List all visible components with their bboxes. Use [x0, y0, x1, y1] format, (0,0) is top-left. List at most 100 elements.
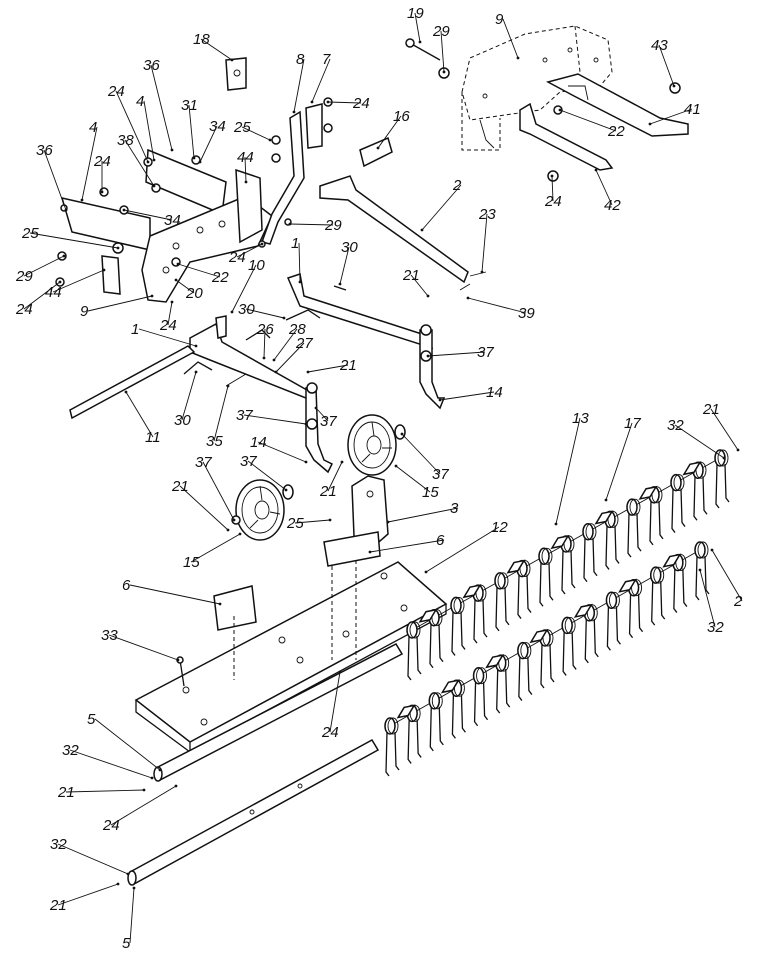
callout-pointer — [442, 70, 446, 74]
callout-label: 1 — [291, 235, 299, 252]
callout-leader — [339, 246, 350, 285]
callout-label: 24 — [107, 83, 125, 100]
callout-label: 1 — [131, 321, 139, 338]
callout-pointer — [328, 518, 332, 522]
callout-leader — [138, 328, 197, 347]
handle-bar-2 — [319, 136, 487, 291]
callout-pointer — [400, 432, 404, 436]
callout-label: 43 — [651, 37, 668, 54]
callout-label: 10 — [248, 257, 265, 274]
callout-label: 24 — [102, 817, 120, 834]
bracket-42 — [519, 102, 614, 171]
callout-label: 21 — [402, 267, 420, 284]
callout-label: 34 — [164, 212, 181, 229]
callout-label: 44 — [45, 284, 62, 301]
callout-pointer — [710, 548, 714, 552]
callout-label: 32 — [62, 742, 79, 759]
callout-pointer — [310, 100, 314, 104]
callout-leader — [143, 100, 155, 161]
tine-spring — [517, 641, 533, 701]
callout-leader — [231, 264, 257, 313]
callout-pointer — [438, 398, 442, 402]
callout-leader — [401, 433, 441, 475]
tine-spring — [582, 522, 598, 583]
callout-leader — [188, 104, 195, 159]
callout-leader — [605, 422, 633, 501]
callout-pointer — [102, 268, 106, 272]
callout-pointer — [554, 522, 558, 526]
callout-leader — [658, 44, 675, 87]
callout-label: 35 — [206, 433, 223, 450]
callout-pointer — [230, 58, 234, 62]
callout-label: 24 — [159, 317, 177, 334]
callout-label: 25 — [21, 225, 39, 242]
callout-leader — [307, 364, 349, 373]
callout-leader — [108, 634, 179, 661]
pins-30 — [183, 309, 321, 387]
arm-8 — [261, 103, 323, 245]
callout-leader — [275, 342, 305, 373]
tine-spring — [662, 553, 688, 613]
callout-leader — [294, 519, 331, 524]
wheel-15-lower — [231, 479, 294, 541]
callout-pointer — [142, 788, 146, 792]
callout-pointer — [426, 354, 430, 358]
callout-pointer — [58, 280, 62, 284]
callout-leader — [710, 408, 739, 451]
callout-leader — [387, 507, 459, 523]
tine-spring — [594, 510, 620, 570]
callout-label: 25 — [286, 515, 304, 532]
callout-label: 9 — [495, 11, 504, 28]
callout-leader — [81, 126, 98, 201]
callout-label: 32 — [707, 619, 724, 636]
callout-leader — [440, 30, 445, 73]
callout-pointer — [150, 294, 154, 298]
callout-label: 22 — [211, 269, 229, 286]
callout-label: 7 — [322, 51, 331, 68]
callout-pointer — [424, 570, 428, 574]
tine-spring — [462, 584, 488, 644]
tine-spring — [638, 485, 664, 546]
callout-label: 24 — [321, 724, 339, 741]
callout-pointer — [282, 316, 286, 320]
tine-spring — [494, 572, 510, 632]
callout-pointer — [194, 370, 198, 374]
callout-leader — [241, 126, 271, 141]
callout-leader — [410, 274, 429, 297]
callout-label: 21 — [57, 784, 75, 801]
callout-leader — [43, 149, 67, 211]
callout-pointer — [338, 670, 342, 674]
callout-pointer — [194, 344, 198, 348]
callout-pointer — [558, 108, 562, 112]
callout-leader — [179, 485, 229, 531]
callout-pointer — [62, 254, 66, 258]
callout-label: 28 — [288, 321, 306, 338]
callout-pointer — [466, 296, 470, 300]
callout-pointer — [274, 370, 278, 374]
callout-leader — [125, 391, 154, 438]
callout-pointer — [394, 464, 398, 468]
callout-leader — [699, 569, 716, 628]
callout-pointer — [226, 528, 230, 532]
callout-label: 21 — [702, 401, 720, 418]
callout-leaders — [23, 12, 743, 944]
callout-label: 34 — [209, 118, 226, 135]
callout-label: 20 — [185, 285, 203, 302]
callout-leader — [199, 125, 218, 163]
callout-pointer — [158, 768, 162, 772]
callout-leader — [245, 308, 285, 319]
callout-pointer — [218, 602, 222, 606]
callout-label: 2 — [733, 593, 743, 610]
callout-pointer — [126, 872, 130, 876]
callout-leader — [202, 461, 235, 521]
tine-spring — [406, 621, 422, 681]
tine-spring — [694, 541, 710, 601]
callout-pointer — [386, 520, 390, 524]
callout-pointer — [176, 658, 180, 662]
main-plate-12 — [134, 560, 448, 754]
tine-spring — [506, 559, 532, 619]
callout-pointer — [418, 40, 422, 44]
side-plate-left — [60, 148, 273, 303]
